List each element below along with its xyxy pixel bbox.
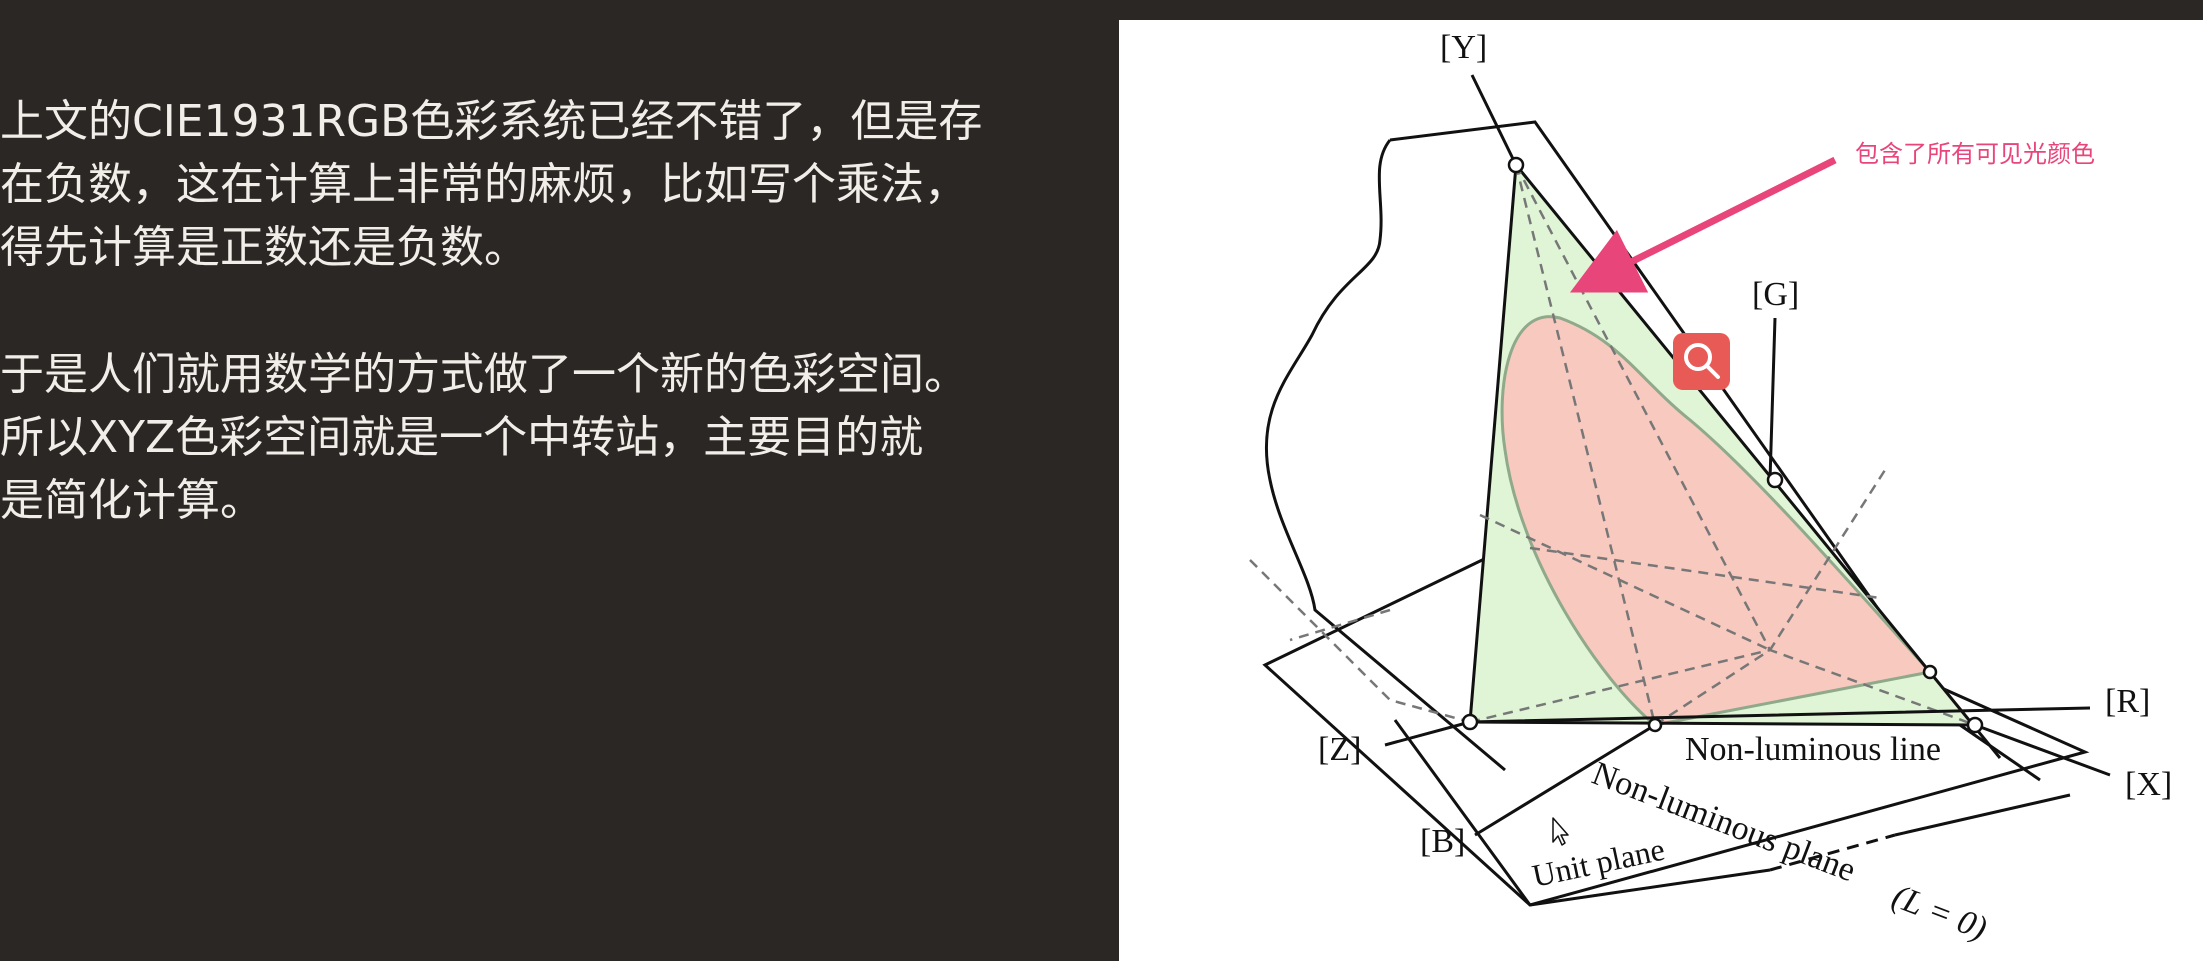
mouse-cursor-icon — [1552, 817, 1569, 846]
para1-line-2: 在负数，这在计算上非常的麻烦，比如写个乘法， — [0, 159, 968, 210]
label-r: [R] — [2105, 683, 2150, 720]
label-b: [B] — [1420, 823, 1465, 860]
unit-plane — [1262, 518, 2090, 907]
vertex-y — [1507, 156, 1525, 174]
label-non-luminous-line: Non-luminous line — [1685, 731, 1941, 768]
para2-line-1: 于是人们就用数学的方式做了一个新的色彩空间。 — [0, 349, 968, 400]
spectral-locus-outline — [1264, 120, 2041, 782]
vertex-x — [1966, 716, 1984, 734]
xyz-diagram-panel: [Y] [G] [Z] [R] [X] [B] Non-luminous lin… — [1119, 20, 2203, 961]
annotation-arrow — [1569, 156, 1837, 293]
label-l-zero: (L = 0) — [1887, 878, 1992, 948]
vertex-z — [1461, 713, 1479, 731]
text-panel: 上文的CIE1931RGB色彩系统已经不错了，但是存 在负数，这在计算上非常的麻… — [0, 90, 1080, 532]
xyz-color-space-diagram: [Y] [G] [Z] [R] [X] [B] Non-luminous lin… — [1249, 29, 2172, 948]
label-g: [G] — [1752, 276, 1799, 313]
label-x: [X] — [2125, 766, 2172, 803]
axis-lines — [1384, 74, 2111, 837]
search-icon[interactable] — [1673, 333, 1730, 390]
para1-line-3: 得先计算是正数还是负数。 — [0, 222, 528, 273]
para1-line-1: 上文的CIE1931RGB色彩系统已经不错了，但是存 — [0, 96, 983, 147]
para2-line-2: 所以XYZ色彩空间就是一个中转站，主要目的就 — [0, 412, 924, 463]
point-g — [1766, 471, 1784, 489]
annotation-text: 包含了所有可见光颜色 — [1855, 140, 2095, 168]
dashed-construction-lines — [1249, 164, 1976, 727]
non-luminous-plane-hidden-edge — [1769, 833, 1896, 872]
paragraph-gap — [0, 279, 1080, 343]
non-luminous-plane — [1393, 719, 2071, 907]
label-z: [Z] — [1318, 731, 1361, 768]
label-y: [Y] — [1440, 29, 1487, 66]
point-b — [1647, 717, 1663, 733]
para2-line-3: 是简化计算。 — [0, 475, 264, 526]
visible-gamut — [1500, 315, 1933, 727]
label-unit-plane: Unit plane — [1529, 831, 1668, 894]
point-r — [1922, 664, 1938, 680]
